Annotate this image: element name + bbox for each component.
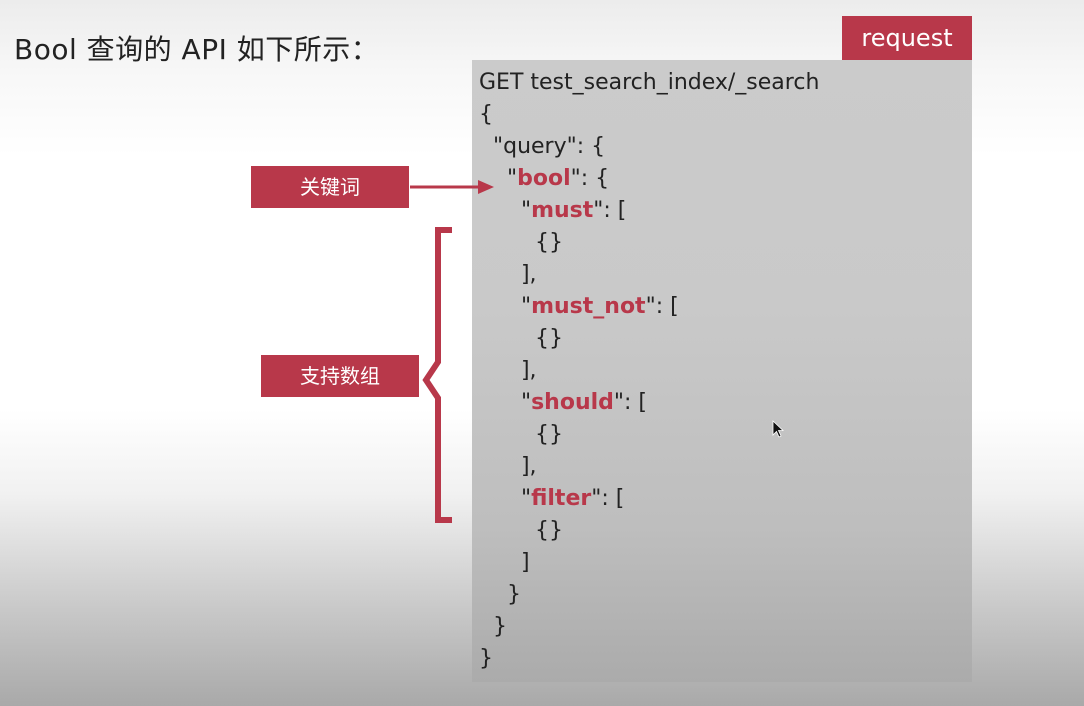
keyword-filter: filter bbox=[531, 486, 592, 511]
code-line-17: } bbox=[479, 582, 521, 607]
keyword-label: 关键词 bbox=[251, 166, 409, 208]
code-text: ": [ bbox=[613, 390, 648, 415]
code-line-16: ] bbox=[479, 550, 530, 575]
code-text: " bbox=[479, 294, 532, 319]
code-text: " bbox=[479, 166, 518, 191]
code-text: " bbox=[479, 486, 532, 511]
arrow-icon bbox=[410, 180, 494, 194]
array-support-label: 支持数组 bbox=[261, 355, 419, 397]
code-line-8: "must_not": [ bbox=[479, 294, 679, 320]
code-line-1: GET test_search_index/_search bbox=[479, 70, 820, 95]
code-line-19: } bbox=[479, 646, 493, 671]
code-line-7: ], bbox=[479, 262, 537, 287]
request-tab[interactable]: request bbox=[842, 16, 972, 60]
code-text: ": [ bbox=[591, 486, 625, 511]
code-line-15: {} bbox=[479, 518, 563, 543]
code-text: ": [ bbox=[645, 294, 679, 319]
curly-brace-icon bbox=[422, 227, 452, 523]
keyword-bool: bool bbox=[517, 166, 571, 191]
code-line-10: ], bbox=[479, 358, 537, 383]
code-line-5: "must": [ bbox=[479, 198, 626, 224]
keyword-must: must bbox=[531, 198, 594, 223]
slide-title: Bool 查询的 API 如下所示： bbox=[14, 33, 380, 66]
keyword-should: should bbox=[531, 390, 614, 415]
code-line-9: {} bbox=[479, 326, 563, 351]
code-text: " bbox=[479, 390, 532, 415]
code-line-18: } bbox=[479, 614, 507, 639]
code-text: " bbox=[479, 198, 532, 223]
code-line-6: {} bbox=[479, 230, 563, 255]
code-panel: GET test_search_index/_search { "query":… bbox=[472, 60, 972, 682]
code-text: ": { bbox=[570, 166, 610, 191]
code-line-13: ], bbox=[479, 454, 537, 479]
code-line-11: "should": [ bbox=[479, 390, 647, 416]
code-line-2: { bbox=[479, 102, 493, 127]
mouse-cursor-icon bbox=[772, 420, 785, 438]
code-line-14: "filter": [ bbox=[479, 486, 624, 512]
code-line-4: "bool": { bbox=[479, 166, 609, 192]
keyword-must-not: must_not bbox=[531, 294, 646, 319]
code-text: ": [ bbox=[593, 198, 627, 223]
code-line-12: {} bbox=[479, 422, 563, 447]
code-line-3: "query": { bbox=[479, 134, 606, 159]
